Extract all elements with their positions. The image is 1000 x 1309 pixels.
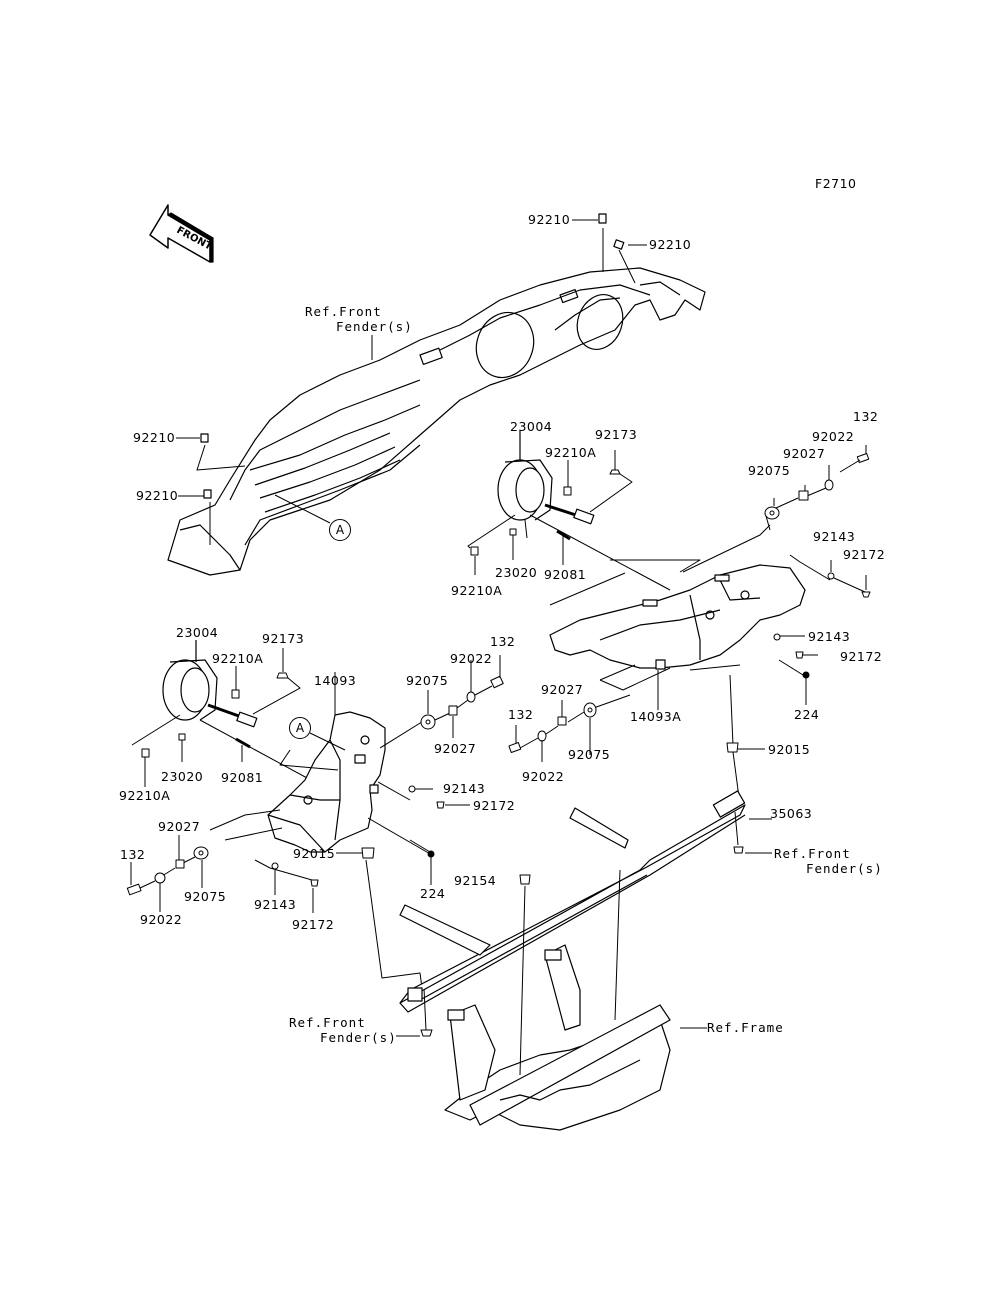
part-label-92210[interactable]: 92210: [649, 237, 692, 252]
part-label-23004[interactable]: 23004: [510, 419, 553, 434]
left-headlight-hardware: [132, 648, 320, 787]
part-label-92210A[interactable]: 92210A: [119, 788, 171, 803]
part-label-92027[interactable]: 92027: [541, 682, 584, 697]
part-label-92143[interactable]: 92143: [808, 629, 851, 644]
part-label-132[interactable]: 132: [490, 634, 516, 649]
part-label-35063[interactable]: 35063: [770, 806, 813, 821]
left-bracket-14093: [268, 712, 385, 852]
part-label-14093[interactable]: 14093: [314, 673, 357, 688]
part-label-23004[interactable]: 23004: [176, 625, 219, 640]
ref-front-fender-top-line2: Fender(s): [336, 319, 413, 334]
part-label-14093A[interactable]: 14093A: [630, 709, 682, 724]
left-headlight: [163, 640, 257, 727]
part-label-92172[interactable]: 92172: [840, 649, 883, 664]
part-label-92075[interactable]: 92075: [568, 747, 611, 762]
lower-frame-crossmember: [400, 791, 745, 1012]
left-bottom-bolt-stack: [127, 828, 318, 913]
part-label-92173[interactable]: 92173: [595, 427, 638, 442]
part-label-92172[interactable]: 92172: [843, 547, 886, 562]
middle-bolt-stack: [509, 695, 630, 762]
part-label-92022[interactable]: 92022: [522, 769, 565, 784]
part-label-23020[interactable]: 23020: [495, 565, 538, 580]
part-label-23020[interactable]: 23020: [161, 769, 204, 784]
part-label-132[interactable]: 132: [120, 847, 146, 862]
figure-id: F2710: [815, 176, 857, 191]
part-label-92154[interactable]: 92154: [454, 873, 497, 888]
part-label-92027[interactable]: 92027: [158, 819, 201, 834]
ref-front-fender-right-line1: Ref.Front: [774, 846, 851, 861]
right-headlight-hardware: [468, 450, 670, 605]
part-label-92210[interactable]: 92210: [528, 212, 571, 227]
callout-a: A: [329, 519, 351, 541]
part-label-92210[interactable]: 92210: [133, 430, 176, 445]
part-label-92143[interactable]: 92143: [254, 897, 297, 912]
part-label-92022[interactable]: 92022: [140, 912, 183, 927]
part-label-92022[interactable]: 92022: [812, 429, 855, 444]
part-label-92075[interactable]: 92075: [748, 463, 791, 478]
left-bolt-stack: [336, 655, 503, 1036]
ref-frame: Ref.Frame: [707, 1020, 784, 1035]
leader-lines-top: [176, 220, 647, 545]
part-label-92081[interactable]: 92081: [544, 567, 587, 582]
leader-lines-right-bracket: [600, 525, 830, 710]
part-label-92075[interactable]: 92075: [406, 673, 449, 688]
part-label-92173[interactable]: 92173: [262, 631, 305, 646]
part-label-92210A[interactable]: 92210A: [212, 651, 264, 666]
right-headlight: [498, 430, 594, 524]
part-label-132[interactable]: 132: [508, 707, 534, 722]
front-fender-cowl: [168, 268, 705, 575]
part-label-92022[interactable]: 92022: [450, 651, 493, 666]
leader-lines-left-bracket: [210, 672, 432, 855]
part-label-92075[interactable]: 92075: [184, 889, 227, 904]
callout-a: A: [289, 717, 311, 739]
part-label-92027[interactable]: 92027: [434, 741, 477, 756]
leader-lines-frame: [520, 812, 772, 1075]
part-label-92143[interactable]: 92143: [813, 529, 856, 544]
part-label-224[interactable]: 224: [794, 707, 820, 722]
ref-front-fender-bottom-line1: Ref.Front: [289, 1015, 366, 1030]
ref-front-fender-right-line2: Fender(s): [806, 861, 883, 876]
part-label-92027[interactable]: 92027: [783, 446, 826, 461]
ref-front-fender-bottom-line2: Fender(s): [320, 1030, 397, 1045]
front-direction-arrow-icon: FRONT: [150, 205, 214, 262]
ref-front-fender-top-line1: Ref.Front: [305, 304, 382, 319]
part-label-92015[interactable]: 92015: [293, 846, 336, 861]
part-label-92172[interactable]: 92172: [473, 798, 516, 813]
chassis-frame: [445, 945, 670, 1130]
part-label-92172[interactable]: 92172: [292, 917, 335, 932]
part-label-224[interactable]: 224: [420, 886, 446, 901]
part-label-92143[interactable]: 92143: [443, 781, 486, 796]
part-label-92081[interactable]: 92081: [221, 770, 264, 785]
clip-icons-top: [201, 214, 624, 498]
right-bracket-14093A: [550, 565, 805, 669]
part-label-92210A[interactable]: 92210A: [545, 445, 597, 460]
part-label-92210A[interactable]: 92210A: [451, 583, 503, 598]
part-label-132[interactable]: 132: [853, 409, 879, 424]
part-label-92015[interactable]: 92015: [768, 742, 811, 757]
part-label-92210[interactable]: 92210: [136, 488, 179, 503]
